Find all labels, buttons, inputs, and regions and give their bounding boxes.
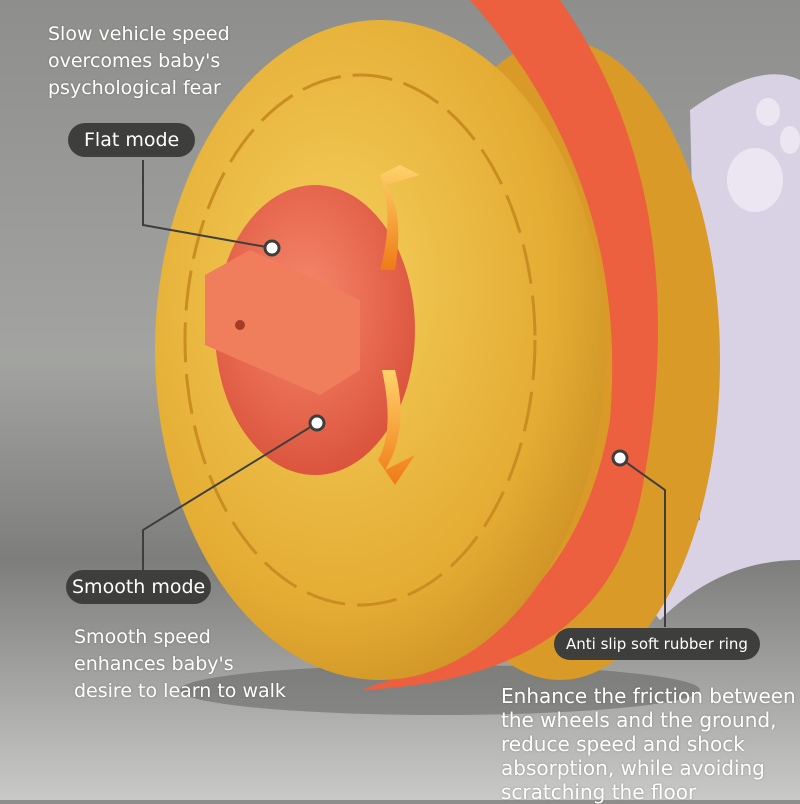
mode-knob (205, 250, 360, 395)
paw-decoration (727, 148, 783, 212)
smooth-mode-label: Smooth mode (66, 570, 212, 604)
smooth-caption: Smooth speed enhances baby's desire to l… (74, 626, 286, 702)
rubber-ring (360, 0, 658, 690)
smooth-mode-marker (308, 414, 326, 432)
rubber-ring-label: Anti slip soft rubber ring (554, 628, 760, 660)
rotate-arrow-down-icon (378, 370, 415, 485)
rotate-arrow-up-icon (380, 165, 420, 270)
flat-mode-marker (263, 239, 281, 257)
rubber-caption: Enhance the friction between the wheels … (501, 684, 796, 804)
flat-mode-label: Flat mode (68, 123, 196, 157)
top-caption: Slow vehicle speed overcomes baby's psyc… (48, 23, 230, 99)
rubber-ring-marker (611, 449, 629, 467)
